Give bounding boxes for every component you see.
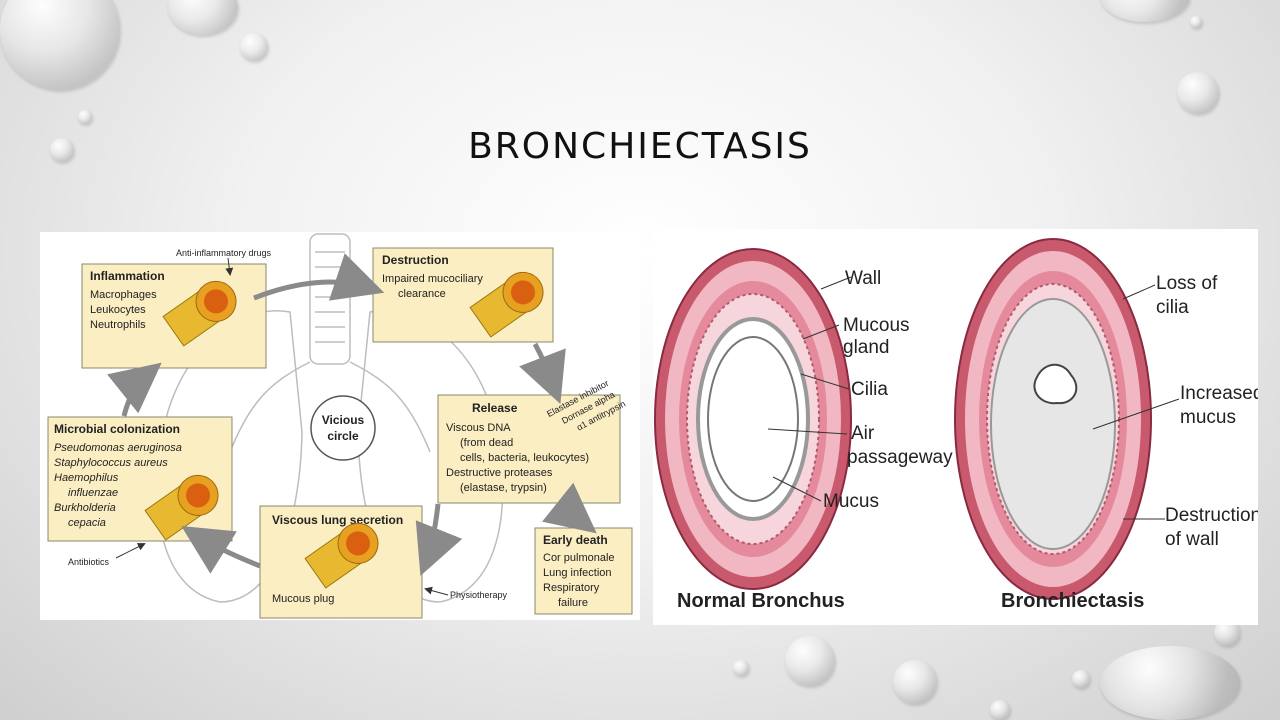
water-drop-decoration	[0, 0, 120, 90]
inflammation-line: Leukocytes	[90, 304, 146, 316]
microbial-title: Microbial colonization	[54, 422, 180, 436]
water-drop-decoration	[1177, 72, 1219, 114]
circle-label: circle	[327, 429, 359, 443]
early-death-line: Lung infection	[543, 567, 612, 579]
water-drop-decoration	[50, 138, 74, 162]
cycle-arrows	[107, 253, 597, 576]
leader-line	[802, 324, 840, 340]
release-line: cells, bacteria, leukocytes)	[460, 452, 589, 464]
destruction-line: clearance	[398, 288, 446, 300]
release-line: (elastase, trypsin)	[460, 482, 547, 494]
normal-bronchus-caption: Normal Bronchus	[677, 590, 845, 612]
microbial-line: cepacia	[68, 517, 106, 529]
slide-title: BRONCHIECTASIS	[468, 126, 812, 167]
bronchiectasis-label: mucus	[1180, 407, 1236, 428]
release-line: Destructive proteases	[446, 467, 553, 479]
water-drop-decoration	[1100, 0, 1190, 22]
inflammation-title: Inflammation	[90, 269, 165, 283]
microbial-line: Staphylococcus aureus	[54, 457, 168, 469]
early-death-line: Respiratory	[543, 582, 600, 594]
normal-bronchus-illustration	[654, 248, 852, 590]
physiotherapy-label: Physiotherapy	[450, 590, 508, 600]
normal-label: Air	[851, 423, 875, 444]
release-title: Release	[472, 401, 518, 415]
release-line: (from dead	[460, 437, 513, 449]
release-line: Viscous DNA	[446, 422, 511, 434]
microbial-line: Burkholderia	[54, 502, 116, 514]
bronchus-comparison: Wall Mucous gland Cilia Air passageway M…	[653, 229, 1263, 625]
leader-line	[1122, 284, 1156, 300]
vicious-label: Vicious	[322, 413, 365, 427]
water-drop-decoration	[1100, 646, 1240, 720]
bronchiectasis-label: Increased	[1180, 383, 1258, 404]
early-death-line: Cor pulmonale	[543, 552, 615, 564]
microbial-line: influenzae	[68, 487, 118, 499]
anti-inflammatory-label: Anti-inflammatory drugs	[176, 248, 272, 258]
leader-line	[767, 428, 848, 435]
inflammation-line: Macrophages	[90, 289, 157, 301]
water-drop-decoration	[1072, 670, 1090, 688]
early-death-box	[534, 527, 633, 615]
normal-label: Mucous	[843, 315, 910, 336]
antibiotics-label: Antibiotics	[68, 557, 110, 567]
bronchiectasis-caption: Bronchiectasis	[1001, 590, 1144, 612]
microbial-line: Pseudomonas aeruginosa	[54, 442, 182, 454]
bronchus-comparison-svg: Wall Mucous gland Cilia Air passageway M…	[654, 238, 1263, 612]
normal-label: Mucus	[823, 491, 879, 512]
destruction-line: Impaired mucociliary	[382, 273, 483, 285]
inflammation-line: Neutrophils	[90, 319, 146, 331]
normal-label: Wall	[845, 268, 881, 289]
water-drop-decoration	[78, 110, 92, 124]
bronchiectasis-illustration	[954, 238, 1152, 600]
bronchiectasis-label: cilia	[1156, 297, 1189, 318]
water-drop-decoration	[893, 660, 937, 704]
vicious-circle-diagram: Vicious circle Inflammation Macrophages …	[40, 232, 640, 620]
bronchiectasis-label: Destruction	[1165, 505, 1258, 526]
leader-line	[820, 276, 852, 290]
water-drop-decoration	[240, 33, 268, 61]
microbial-line: Haemophilus	[54, 472, 119, 484]
water-drop-decoration	[990, 700, 1010, 720]
leader-line	[1092, 398, 1180, 430]
viscous-title: Viscous lung secretion	[272, 513, 403, 527]
water-drop-decoration	[1190, 16, 1202, 28]
vicious-circle-svg: Vicious circle Inflammation Macrophages …	[47, 233, 633, 619]
bronchus-tube-illustration	[144, 271, 544, 589]
vicious-circle-hub	[310, 395, 376, 461]
early-death-title: Early death	[543, 533, 608, 547]
normal-label: Cilia	[851, 379, 888, 400]
normal-label: gland	[843, 337, 890, 358]
water-drop-decoration	[733, 660, 749, 676]
normal-label: passageway	[847, 447, 953, 468]
water-drop-decoration	[168, 0, 238, 35]
leader-line	[800, 373, 850, 390]
water-drop-decoration	[785, 636, 835, 686]
early-death-line: failure	[558, 597, 588, 609]
bronchiectasis-label: of wall	[1165, 529, 1219, 550]
leader-line	[772, 476, 822, 502]
destruction-title: Destruction	[382, 253, 449, 267]
viscous-line: Mucous plug	[272, 593, 334, 605]
bronchiectasis-label: Loss of	[1156, 273, 1218, 294]
